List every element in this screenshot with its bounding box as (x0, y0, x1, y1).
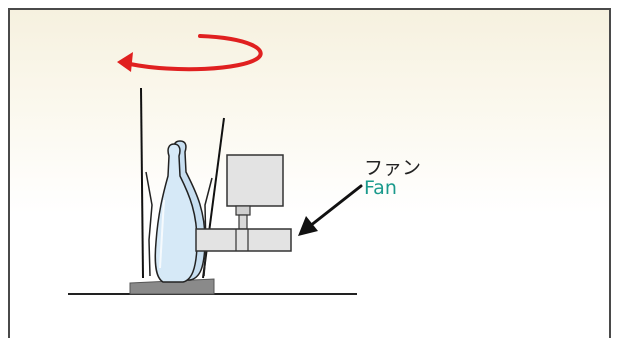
fan-unit (195, 154, 292, 252)
fan-label-english: Fan (364, 177, 397, 199)
holder-left (145, 171, 153, 277)
fan-blade (195, 228, 292, 252)
fan-shaft-collar (235, 205, 251, 216)
bottle-front (154, 143, 198, 283)
holder-right (203, 177, 213, 277)
fan-label-japanese: ファン (364, 157, 422, 179)
diagram-scene (68, 34, 363, 295)
fan-shaft (238, 214, 248, 230)
enclosure-left-wall (140, 87, 144, 279)
pointer-arrow-icon (298, 184, 363, 236)
bottle-group (154, 140, 206, 283)
diagram-frame (8, 8, 611, 338)
fan-motor-box (226, 154, 284, 207)
rotation-arrow-icon (117, 34, 263, 72)
